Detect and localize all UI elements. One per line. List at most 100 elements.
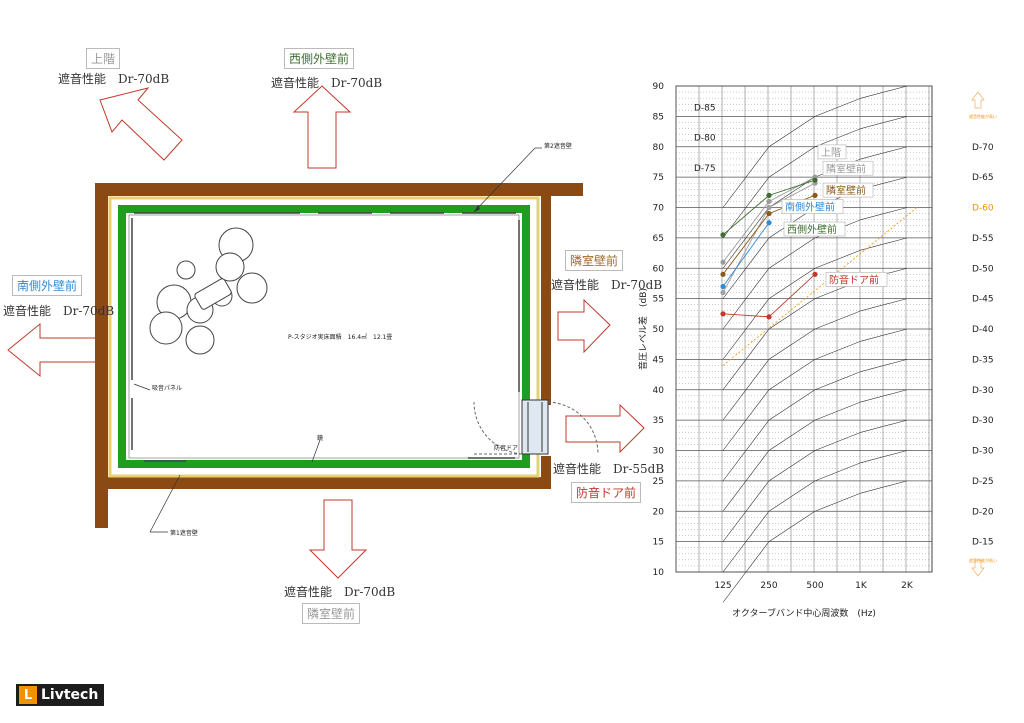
d60-reference-line bbox=[722, 207, 918, 366]
d-curve bbox=[722, 389, 908, 512]
y-tick-label: 85 bbox=[653, 112, 664, 122]
drum-kit bbox=[149, 227, 268, 355]
y-tick-label: 55 bbox=[653, 295, 664, 305]
next-room-right-performance: 遮音性能 Dr-70dB bbox=[551, 278, 663, 292]
d-curve bbox=[722, 419, 908, 542]
south-wall-title: 南側外壁前 bbox=[12, 275, 83, 296]
d-label-left: D-75 bbox=[694, 164, 716, 174]
top-note: 遮音性能が高い bbox=[969, 113, 997, 119]
d-label-right: D-70 bbox=[972, 143, 994, 153]
up-arrow bbox=[971, 91, 985, 109]
d-curve bbox=[722, 328, 908, 451]
absorb-panel-label: 吸音パネル bbox=[152, 385, 183, 392]
d-label-right: D-20 bbox=[972, 507, 994, 517]
d-curve bbox=[722, 480, 908, 603]
door-label: 防音ドア bbox=[494, 445, 519, 452]
next-room-bottom-title: 隣室壁前 bbox=[302, 603, 361, 624]
series-point bbox=[766, 204, 772, 211]
d-label-right: D-30 bbox=[972, 416, 994, 426]
series-point bbox=[812, 271, 818, 277]
next-room-right-title: 隣室壁前 bbox=[565, 250, 624, 271]
y-tick-label: 80 bbox=[653, 143, 665, 153]
d-curve bbox=[722, 359, 908, 482]
west-wall-performance: 遮音性能 Dr-70dB bbox=[271, 76, 383, 90]
d-label-right: D-50 bbox=[972, 264, 994, 274]
series-label: 南側外壁前 bbox=[785, 201, 835, 214]
series-point bbox=[720, 271, 726, 277]
d-label-left: D-85 bbox=[694, 103, 716, 113]
x-tick-label: 500 bbox=[806, 581, 823, 591]
door-front-title: 防音ドア前 bbox=[571, 482, 642, 503]
d-label-right: D-30 bbox=[972, 447, 994, 457]
series-point bbox=[766, 192, 772, 198]
d-label-right: D-45 bbox=[972, 295, 994, 305]
series-point bbox=[812, 192, 818, 198]
series-label: 隣室壁前 bbox=[826, 184, 866, 197]
d-label-right: D-35 bbox=[972, 355, 994, 365]
upper-floor-performance: 遮音性能 Dr-70dB bbox=[58, 72, 170, 86]
arrow-bottom bbox=[308, 499, 368, 579]
logo-text: Livtech bbox=[41, 687, 99, 703]
y-tick-label: 45 bbox=[653, 355, 664, 365]
series-label-box bbox=[822, 182, 874, 198]
arrow-door bbox=[565, 403, 645, 454]
d-label-right: D-40 bbox=[972, 325, 994, 335]
arrow-south bbox=[7, 322, 99, 378]
d-label-left: D-80 bbox=[694, 134, 716, 144]
series-point bbox=[720, 283, 726, 290]
outer-wall bbox=[95, 183, 583, 528]
d-curve bbox=[722, 237, 908, 360]
south-wall-performance: 遮音性能 Dr-70dB bbox=[3, 304, 115, 318]
y-tick-label: 35 bbox=[653, 416, 664, 426]
series-point bbox=[766, 210, 772, 217]
d-curve bbox=[722, 298, 908, 421]
y-axis-label: 音圧レベル差 (dB) bbox=[637, 288, 649, 370]
y-tick-label: 40 bbox=[653, 386, 665, 396]
upper-floor-title: 上階 bbox=[86, 48, 121, 69]
d-label-right: D-15 bbox=[972, 538, 994, 548]
down-arrow bbox=[971, 559, 985, 577]
d-curve bbox=[722, 450, 908, 573]
studio-area-label: P-スタジオ実床面積 16.4㎡ 12.1畳 bbox=[288, 334, 393, 341]
arrow-west bbox=[292, 85, 352, 169]
x-tick-label: 125 bbox=[714, 581, 731, 591]
x-tick-label: 250 bbox=[760, 581, 777, 591]
y-tick-label: 90 bbox=[653, 82, 665, 92]
x-axis-label: オクターブバンド中心周波数 (Hz) bbox=[732, 607, 876, 619]
y-tick-label: 30 bbox=[653, 447, 665, 457]
series-line bbox=[722, 222, 770, 287]
mirror-label: 鏡 bbox=[317, 435, 324, 442]
d-label-right: D-60 bbox=[972, 204, 994, 214]
series-point bbox=[720, 232, 726, 238]
series-point bbox=[766, 198, 772, 205]
series-label-box bbox=[822, 160, 874, 176]
series-label: 防音ドア前 bbox=[829, 273, 879, 286]
y-tick-label: 65 bbox=[653, 234, 664, 244]
series-label: 隣室壁前 bbox=[826, 162, 866, 175]
logo-mark: L bbox=[19, 686, 37, 704]
series-point bbox=[720, 259, 726, 265]
y-tick-label: 75 bbox=[653, 173, 664, 183]
series-label-box bbox=[825, 272, 888, 287]
series-point bbox=[766, 220, 772, 226]
y-tick-label: 20 bbox=[653, 507, 665, 517]
series-label: 西側外壁前 bbox=[787, 223, 837, 236]
arrow-next-right bbox=[557, 298, 611, 354]
d-curve bbox=[722, 116, 908, 239]
d-label-right: D-55 bbox=[972, 234, 994, 244]
x-tick-label: 2K bbox=[901, 581, 914, 591]
next-room-bottom-performance: 遮音性能 Dr-70dB bbox=[284, 585, 396, 599]
y-tick-label: 10 bbox=[653, 568, 665, 578]
series-point bbox=[812, 177, 818, 183]
bottom-note: 遮音性能が低い bbox=[969, 557, 997, 563]
y-tick-label: 60 bbox=[653, 264, 665, 274]
d-curve bbox=[722, 207, 908, 330]
west-wall-title: 西側外壁前 bbox=[284, 48, 355, 69]
series-label-box bbox=[783, 221, 846, 237]
series-label-box bbox=[781, 199, 844, 214]
series-label: 上階 bbox=[821, 147, 841, 159]
y-tick-label: 25 bbox=[653, 477, 664, 487]
x-tick-label: 1K bbox=[855, 581, 868, 591]
y-tick-label: 15 bbox=[653, 538, 664, 548]
